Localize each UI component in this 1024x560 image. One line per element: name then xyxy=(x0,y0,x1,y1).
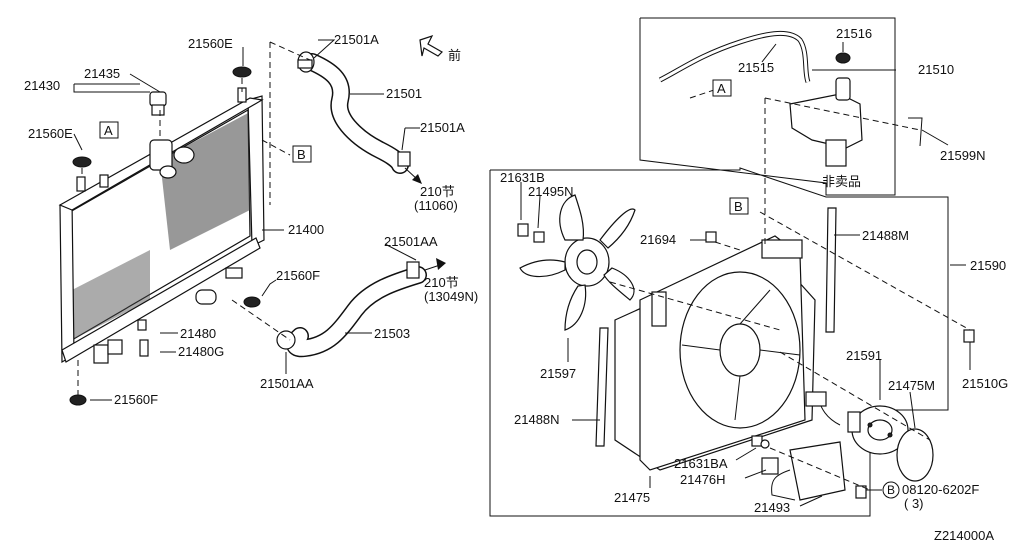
ref-13049-line1: 210节 xyxy=(424,275,459,290)
marker-b-circle: B xyxy=(882,481,900,499)
callout-21560e-top: 21560E xyxy=(188,36,233,51)
callout-21515: 21515 xyxy=(738,60,774,75)
marker-b-right-text: B xyxy=(734,199,743,214)
callout-21480: 21480 xyxy=(180,326,216,341)
callout-21599n: 21599N xyxy=(940,148,986,163)
radiator-assembly xyxy=(58,95,265,364)
upper-hose-21501 xyxy=(297,51,411,174)
radiator-cap-21430 xyxy=(149,91,167,116)
fan-motor-21591 xyxy=(805,391,909,455)
callout-21430: 21430 xyxy=(24,78,60,93)
callout-21560f-mid: 21560F xyxy=(276,268,320,283)
marker-a-left-text: A xyxy=(104,123,113,138)
fan-shroud-21475 xyxy=(614,235,816,471)
callout-21503: 21503 xyxy=(374,326,410,341)
marker-a-right: A xyxy=(712,79,732,97)
callout-21476h: 21476H xyxy=(680,472,726,487)
not-sold-label: 非卖品 xyxy=(822,174,861,189)
callout-21560e-left: 21560E xyxy=(28,126,73,141)
callout-21560f-bottom: 21560F xyxy=(114,392,158,407)
callout-21501a-top: 21501A xyxy=(334,32,379,47)
callout-21597: 21597 xyxy=(540,366,576,381)
marker-a-right-text: A xyxy=(717,81,726,96)
front-label: 前 xyxy=(448,48,461,63)
diagram-id: Z214000A xyxy=(934,528,994,543)
front-arrow-icon xyxy=(419,34,443,57)
callout-21501aa-bottom: 21501AA xyxy=(260,376,314,391)
callout-21510: 21510 xyxy=(918,62,954,77)
marker-b-left-text: B xyxy=(297,147,306,162)
callout-21631b: 21631B xyxy=(500,170,545,185)
callout-08120-qty: ( 3) xyxy=(904,496,924,511)
callout-21501a-mid: 21501A xyxy=(420,120,465,135)
marker-a-left: A xyxy=(99,121,119,139)
marker-b-right: B xyxy=(729,197,749,215)
callout-21435: 21435 xyxy=(84,66,120,81)
lower-hose-21503 xyxy=(276,261,427,358)
callout-21488n: 21488N xyxy=(514,412,560,427)
seal-21488m xyxy=(825,207,837,333)
marker-b-circle-text: B xyxy=(887,483,895,497)
arrow-11060 xyxy=(404,167,422,184)
ref-11060-line1: 210节 xyxy=(420,184,455,199)
callout-21493: 21493 xyxy=(754,500,790,515)
callout-21631ba: 21631BA xyxy=(674,456,728,471)
callout-08120: 08120-6202F xyxy=(902,482,979,497)
ref-13049-line2: (13049N) xyxy=(424,289,478,304)
mount-21560e-left xyxy=(72,156,109,192)
bolt-08120 xyxy=(855,485,867,499)
bolt-21694 xyxy=(705,231,717,243)
clip-21631b xyxy=(517,223,545,243)
mount-21560e-top xyxy=(232,66,252,103)
callout-21480g: 21480G xyxy=(178,344,224,359)
callout-21488m: 21488M xyxy=(862,228,909,243)
callout-21694: 21694 xyxy=(640,232,676,247)
mount-21560f-bottom xyxy=(69,394,87,406)
ref-11060-line2: (11060) xyxy=(414,198,458,213)
bolt-21510g xyxy=(963,329,975,343)
callout-21510g: 21510G xyxy=(962,376,1008,391)
arrow-13049 xyxy=(424,258,446,271)
seal-21488n xyxy=(595,327,609,447)
reservoir-tank-group xyxy=(639,17,896,196)
resistor-21493 xyxy=(761,441,846,501)
callout-21400: 21400 xyxy=(288,222,324,237)
callout-21591: 21591 xyxy=(846,348,882,363)
callout-21495n: 21495N xyxy=(528,184,574,199)
fan-blade-21597 xyxy=(519,194,636,331)
clip-21631ba xyxy=(751,435,770,449)
callout-21475m: 21475M xyxy=(888,378,935,393)
callout-21475: 21475 xyxy=(614,490,650,505)
callout-21590: 21590 xyxy=(970,258,1006,273)
callout-21516: 21516 xyxy=(836,26,872,41)
callout-21501: 21501 xyxy=(386,86,422,101)
callout-21501aa-top: 21501AA xyxy=(384,234,438,249)
motor-cover-21475m xyxy=(896,428,934,482)
mount-21560f-mid xyxy=(243,296,261,308)
marker-b-left: B xyxy=(292,145,312,163)
